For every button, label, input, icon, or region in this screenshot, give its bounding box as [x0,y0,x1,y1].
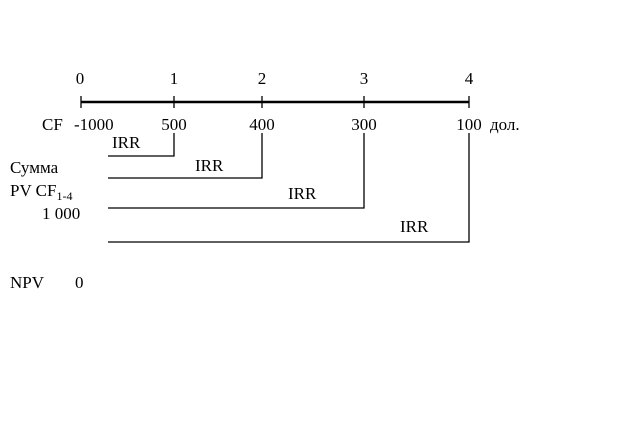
pv-subscript: 1-4 [56,189,72,203]
pv-label-text: PV CF [10,181,56,200]
irr-label-3: IRR [288,184,317,203]
pv-value: 1 000 [42,204,80,223]
discount-bracket-2 [108,133,263,179]
period-label-2: 2 [258,69,267,88]
period-label-0: 0 [76,69,85,88]
cash-flow-1: 500 [161,115,187,134]
cash-flow-0: -1000 [74,115,114,134]
cf-label: CF [42,115,63,134]
cash-flow-3: 300 [351,115,377,134]
sum-label: Сумма [10,158,59,177]
period-label-3: 3 [360,69,369,88]
pv-label: PV CF1-4 [10,181,72,203]
irr-label-2: IRR [195,156,224,175]
period-label-1: 1 [170,69,179,88]
cash-flow-4: 100 [456,115,482,134]
discount-bracket-1 [108,133,175,157]
npv-label: NPV [10,273,45,292]
cash-flow-2: 400 [249,115,275,134]
period-label-4: 4 [465,69,474,88]
irr-label-1: IRR [112,133,141,152]
npv-value: 0 [75,273,84,292]
discount-bracket-4 [108,133,470,243]
irr-label-4: IRR [400,217,429,236]
discount-bracket-3 [108,133,365,209]
currency-label: дол. [490,115,520,134]
axis-ticks [80,96,470,108]
